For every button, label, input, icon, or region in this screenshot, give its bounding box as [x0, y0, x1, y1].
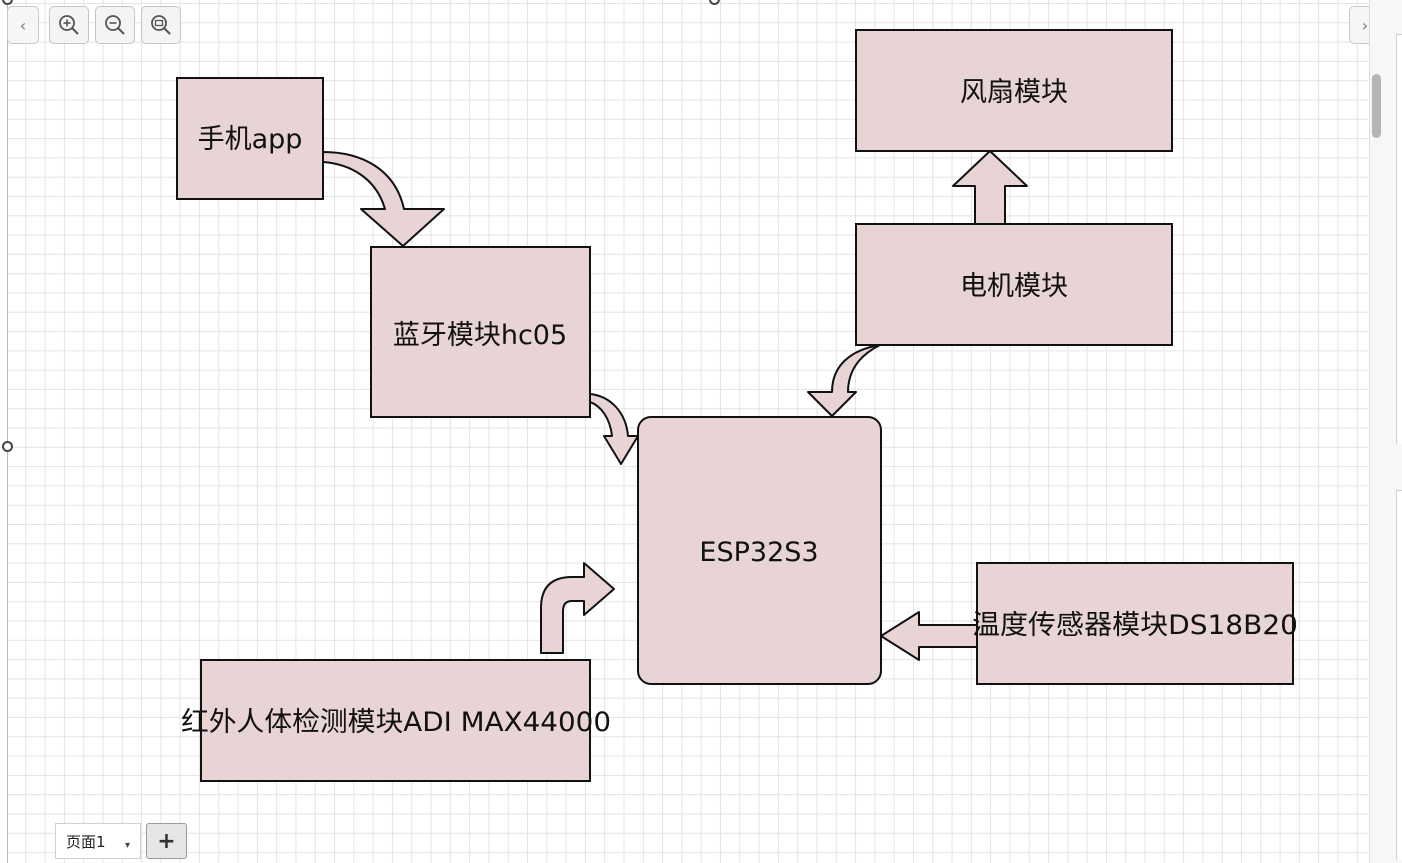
zoom-in-button[interactable]	[49, 6, 89, 44]
selection-handle-corner[interactable]	[2, 0, 13, 5]
node-label-motor: 电机模块	[960, 271, 1068, 302]
node-esp32[interactable]: ESP32S3	[637, 416, 882, 685]
collapse-left-button[interactable]: ‹	[7, 6, 39, 44]
diagram: 手机app 蓝牙模块hc05 ESP32S3 风扇模块 电机模块 温度传感器模块…	[176, 29, 1298, 782]
arrow-bluetooth-to-esp32[interactable]	[589, 393, 639, 465]
node-temp-sensor[interactable]: 温度传感器模块DS18B20	[972, 562, 1298, 685]
chevron-left-icon: ‹	[19, 15, 27, 35]
arrow-motor-to-esp32[interactable]	[807, 344, 881, 417]
arrow-temp-to-esp32[interactable]	[880, 611, 978, 661]
caret-down-icon: ▾	[124, 840, 130, 851]
zoom-out-icon	[105, 15, 125, 35]
zoom-in-icon	[59, 15, 79, 35]
page-tab-label: 页面1	[66, 832, 106, 851]
edges-layer	[322, 150, 1028, 661]
plus-icon: +	[157, 828, 176, 854]
add-page-button[interactable]: +	[146, 823, 187, 859]
zoom-fit-icon	[151, 15, 171, 35]
zoom-out-button[interactable]	[95, 6, 135, 44]
selection-handle-top[interactable]	[709, 0, 720, 5]
node-fan[interactable]: 风扇模块	[855, 29, 1173, 152]
chevron-right-icon: ›	[1361, 15, 1369, 35]
node-label-bluetooth: 蓝牙模块hc05	[393, 320, 567, 351]
canvas-left-border	[7, 0, 8, 863]
format-panel-section	[1396, 34, 1402, 444]
arrow-ir-to-esp32[interactable]	[540, 562, 615, 654]
vertical-scrollbar-thumb[interactable]	[1372, 74, 1381, 138]
node-ir-sensor[interactable]: 红外人体检测模块ADI MAX44000	[181, 659, 611, 782]
node-label-ir-sensor: 红外人体检测模块ADI MAX44000	[181, 707, 611, 738]
node-label-esp32: ESP32S3	[699, 537, 818, 568]
format-panel-section	[1396, 490, 1402, 860]
node-bluetooth[interactable]: 蓝牙模块hc05	[370, 246, 591, 418]
node-label-temp-sensor: 温度传感器模块DS18B20	[972, 610, 1298, 641]
node-label-phone-app: 手机app	[198, 124, 303, 155]
node-label-fan: 风扇模块	[960, 77, 1068, 108]
selection-handle-left[interactable]	[2, 441, 13, 452]
arrow-phone-to-bluetooth[interactable]	[322, 151, 445, 247]
zoom-fit-button[interactable]	[141, 6, 181, 44]
node-phone-app[interactable]: 手机app	[176, 77, 324, 200]
node-motor[interactable]: 电机模块	[855, 223, 1173, 346]
page-tab[interactable]: 页面1 ▾	[55, 823, 141, 859]
